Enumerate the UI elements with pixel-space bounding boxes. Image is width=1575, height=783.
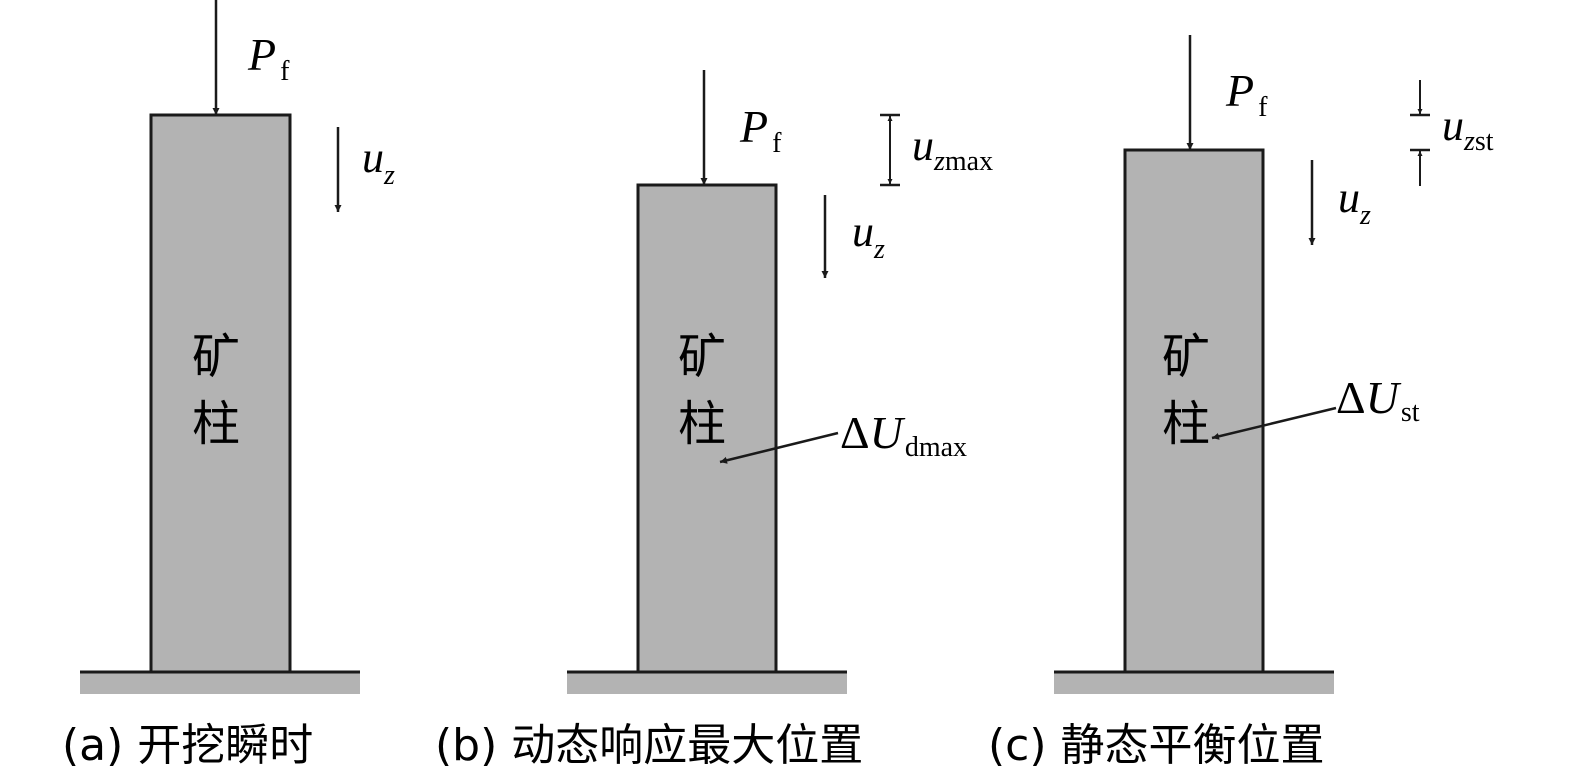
- energy-label-b: ΔUdmax: [840, 407, 967, 463]
- displacement-label-c: uz: [1338, 173, 1371, 231]
- pillar-label-bottom-b: 柱: [678, 396, 726, 452]
- pillar-label-top-a: 矿: [192, 329, 240, 385]
- pillar-c: [1123, 148, 1265, 674]
- energy-label-c: ΔUst: [1336, 372, 1420, 428]
- ground-c: [1054, 672, 1334, 694]
- pillar-a: [149, 113, 292, 674]
- energy-arrow-c: [1211, 406, 1337, 440]
- ground-a: [80, 672, 360, 694]
- pillar-label-bottom-a: 柱: [192, 396, 240, 452]
- caption-c: (c) 静态平衡位置: [988, 720, 1325, 771]
- caption-a: (a) 开挖瞬时: [62, 720, 313, 771]
- pillar-label-bottom-c: 柱: [1162, 396, 1210, 452]
- caption-b: (b) 动态响应最大位置: [435, 720, 863, 771]
- dimension-label-c: uzst: [1442, 101, 1494, 157]
- pillar-label-top-c: 矿: [1162, 329, 1210, 385]
- displacement-label-b: uz: [852, 207, 885, 265]
- displacement-label-a: uz: [362, 133, 395, 191]
- pillar-label-top-b: 矿: [678, 329, 726, 385]
- energy-arrow-b: [719, 431, 839, 464]
- ground-b: [567, 672, 847, 694]
- dimension-marker-b: [880, 113, 900, 187]
- dimension-marker-c: [1410, 80, 1430, 186]
- pillar-b: [636, 183, 778, 674]
- dimension-label-b: uzmax: [912, 121, 993, 177]
